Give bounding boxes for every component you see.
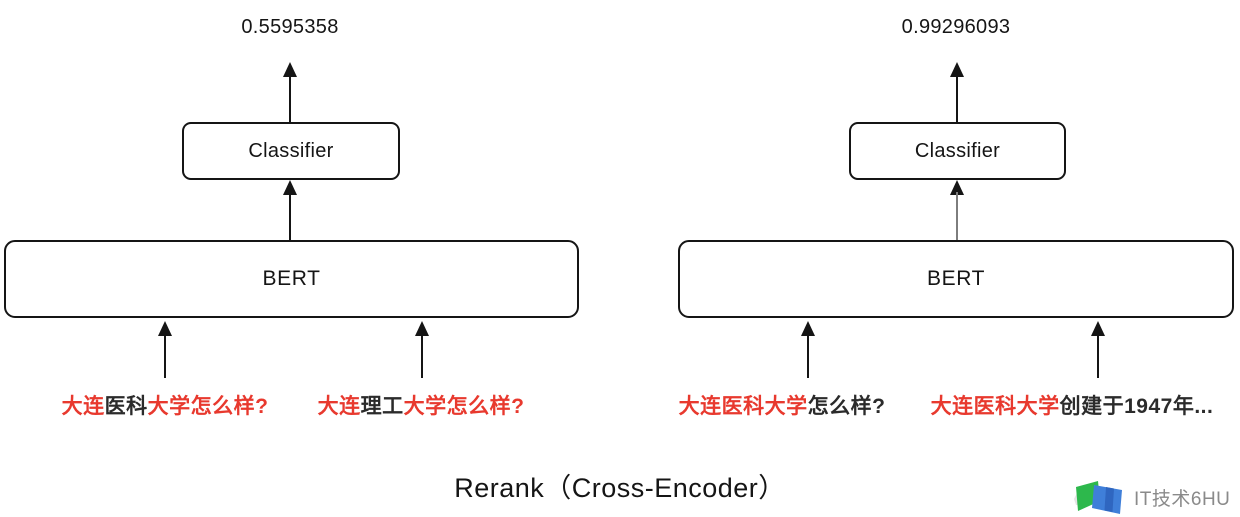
arrow-classifier-to-score-right <box>950 62 964 122</box>
text-segment: 创建于1947年... <box>1059 395 1214 418</box>
arrow-bert-to-classifier-right <box>950 180 964 240</box>
text-segment: 医科 <box>104 395 148 418</box>
arrow-shaft <box>955 74 959 122</box>
arrow-input1-to-bert-left <box>158 321 172 378</box>
text-segment: 理工 <box>360 395 404 418</box>
input-query-left-1: 大连医科大学怎么样? <box>62 390 269 420</box>
watermark-text: IT技术6HU <box>1134 488 1231 510</box>
bert-box-left: BERT <box>4 240 579 318</box>
watermark: IT技术6HU <box>1072 479 1230 515</box>
arrow-head-icon <box>950 180 964 195</box>
diagram-title: Rerank（Cross-Encoder） <box>454 473 786 503</box>
classifier-box-right: Classifier <box>849 122 1066 180</box>
text-segment: 大连医科大学 <box>930 395 1060 418</box>
arrow-head-icon <box>415 321 429 336</box>
text-segment: 大连 <box>317 395 361 418</box>
text-segment: 怎么样? <box>807 395 886 418</box>
text-segment: 大连 <box>61 395 105 418</box>
bert-box-right: BERT <box>678 240 1234 318</box>
bert-label: BERT <box>926 267 986 290</box>
classifier-label: Classifier <box>248 139 334 162</box>
arrow-head-icon <box>283 180 297 195</box>
classifier-label: Classifier <box>914 139 1001 162</box>
arrow-input1-to-bert-right <box>801 321 815 378</box>
itjishu-logo-icon <box>1074 481 1122 514</box>
arrow-input2-to-bert-left <box>415 321 429 378</box>
input-query-right-1: 大连医科大学怎么样? <box>679 390 886 420</box>
arrow-shaft <box>288 192 292 240</box>
bert-label: BERT <box>262 267 321 290</box>
classifier-box-left: Classifier <box>182 122 400 180</box>
arrow-shaft <box>806 333 810 378</box>
input-passage-right-2: 大连医科大学创建于1947年... <box>931 390 1214 420</box>
arrow-shaft <box>163 333 167 378</box>
text-segment: 大学怎么样? <box>147 395 269 418</box>
arrow-head-icon <box>283 62 297 77</box>
arrow-shaft <box>955 192 959 240</box>
arrow-head-icon <box>1091 321 1105 336</box>
arrow-input2-to-bert-right <box>1091 321 1105 378</box>
score-value-right: 0.99296093 <box>901 16 1011 38</box>
arrow-shaft <box>288 74 292 122</box>
arrow-shaft <box>420 333 424 378</box>
score-value-left: 0.5595358 <box>241 16 339 38</box>
arrow-head-icon <box>158 321 172 336</box>
input-query-left-2: 大连理工大学怎么样? <box>318 390 525 420</box>
arrow-head-icon <box>950 62 964 77</box>
arrow-head-icon <box>801 321 815 336</box>
arrow-bert-to-classifier-left <box>283 180 297 240</box>
text-segment: 大连医科大学 <box>678 395 808 418</box>
text-segment: 大学怎么样? <box>403 395 525 418</box>
arrow-shaft <box>1096 333 1100 378</box>
arrow-classifier-to-score-left <box>283 62 297 122</box>
